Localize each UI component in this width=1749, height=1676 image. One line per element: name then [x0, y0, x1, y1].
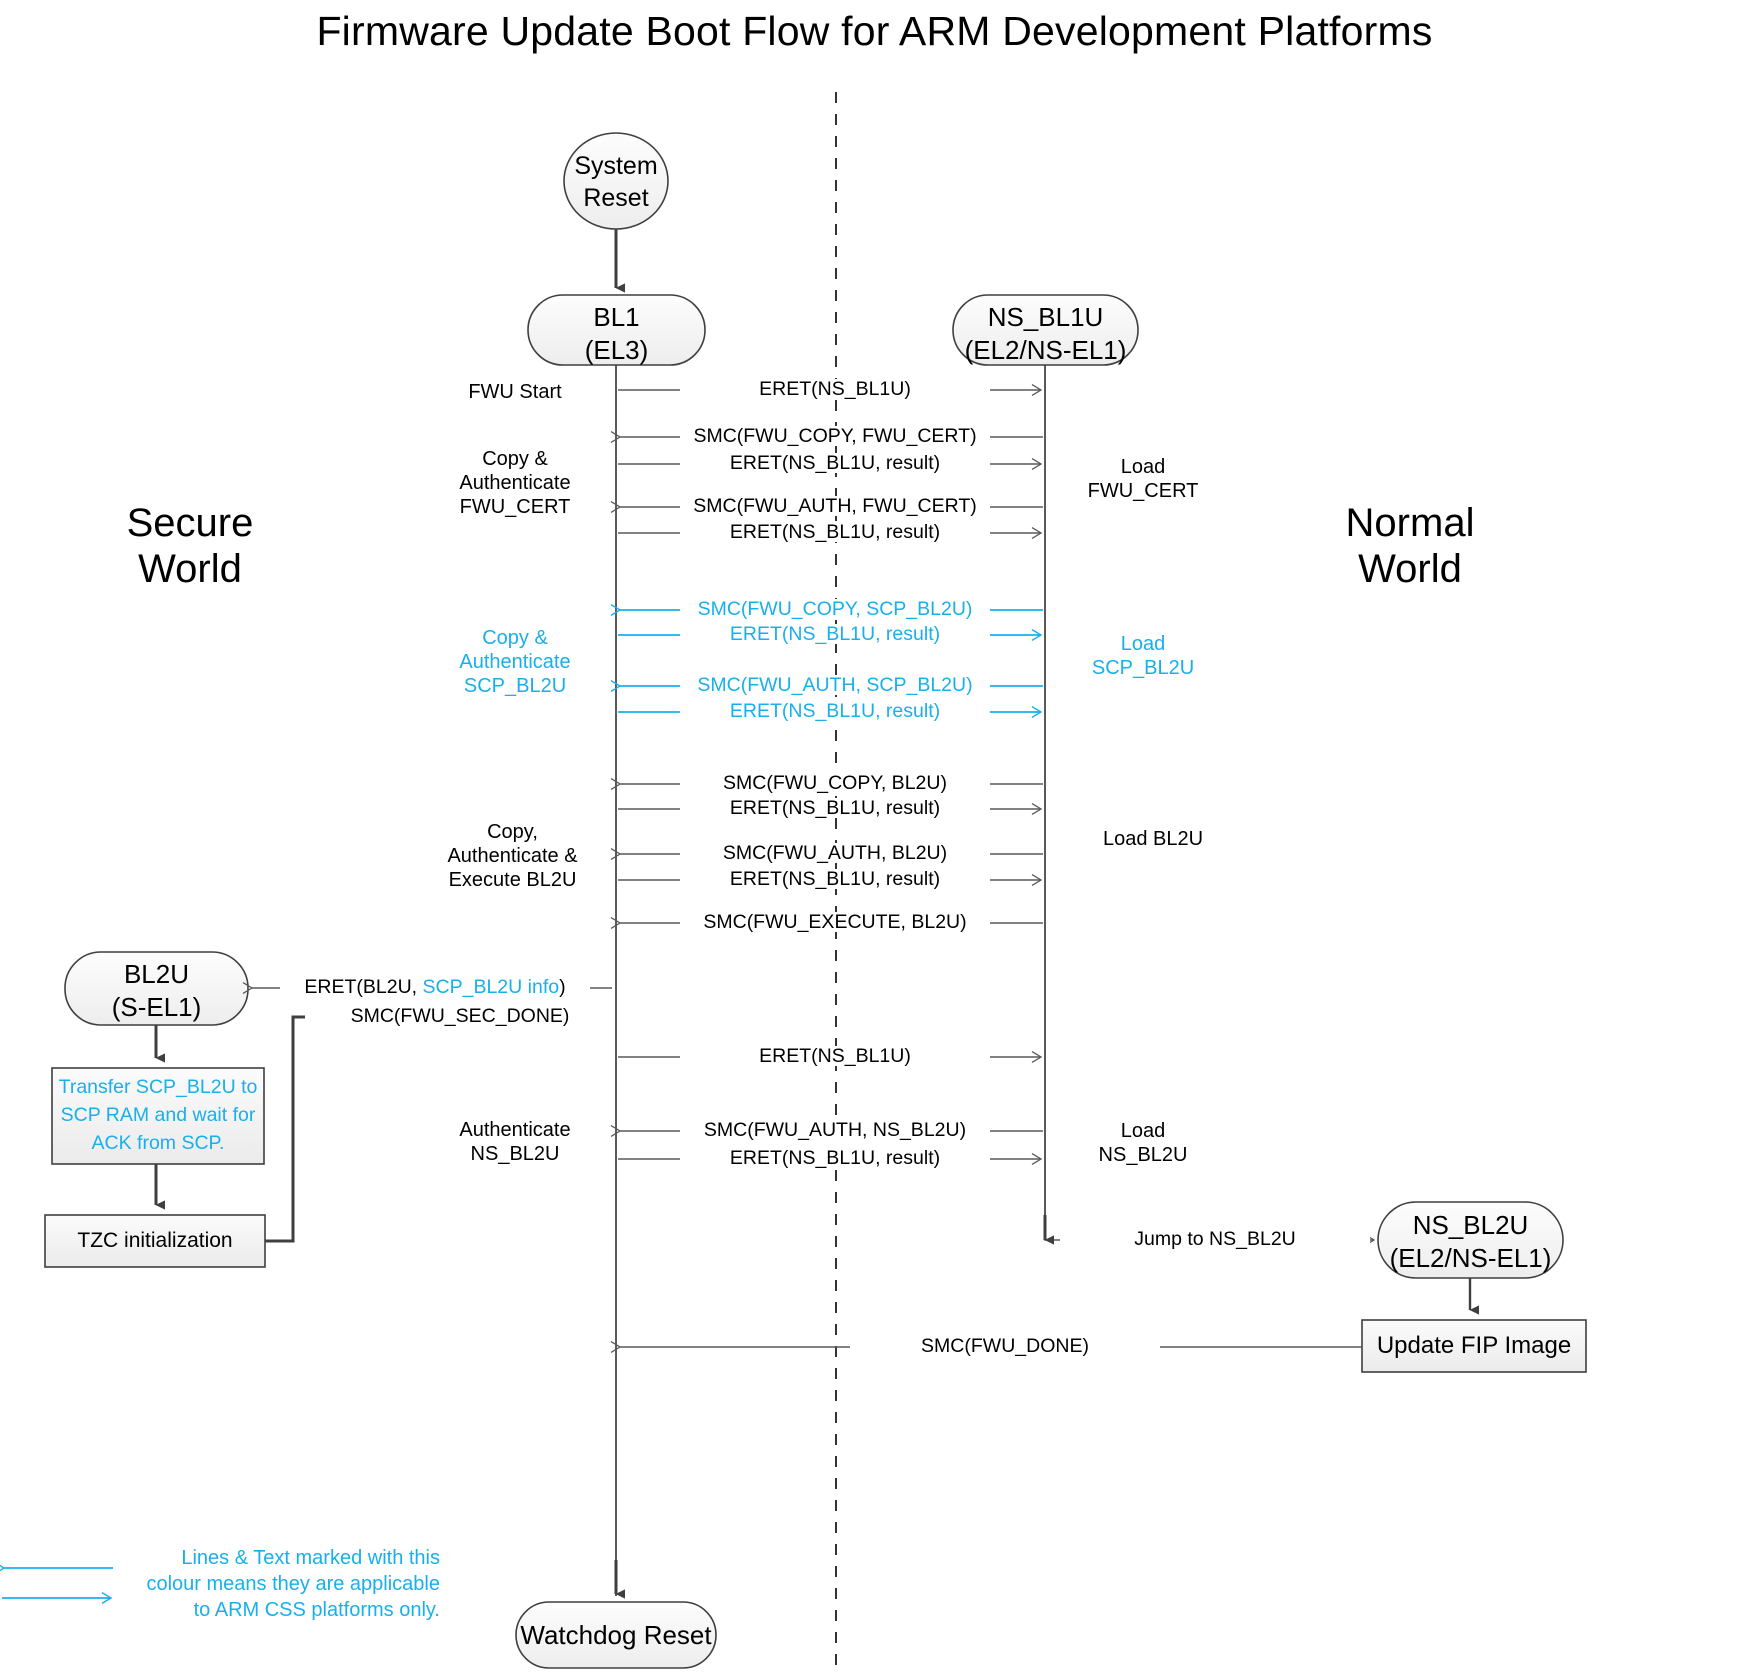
node-nsbl2u-shape: [1377, 1201, 1564, 1279]
message-label-m5: ERET(NS_BL1U, result): [680, 522, 990, 542]
node-nsbl1u-shape: [952, 294, 1139, 366]
note-authenticate-ns-bl2u-line2: NS_BL2U: [470, 1143, 560, 1165]
note-load-scp-bl2u-line2: SCP_BL2U: [1091, 657, 1195, 679]
note-load-fwu-cert-line2: FWU_CERT: [1087, 480, 1199, 502]
note-load-bl2u: Load BL2U: [1058, 827, 1248, 851]
message-label-m12: SMC(FWU_AUTH, BL2U): [680, 843, 990, 863]
note-authenticate-ns-bl2u-line1: Authenticate: [459, 1119, 571, 1141]
box-update-fip-image-line1: Update FIP Image: [1376, 1332, 1572, 1359]
box-transfer-scp[interactable]: Transfer SCP_BL2U to SCP RAM and wait fo…: [52, 1073, 264, 1157]
message-label-eret-bl2u: ERET(BL2U, SCP_BL2U info): [280, 977, 590, 997]
note-copy-auth-fwu-cert: Copy & Authenticate FWU_CERT: [430, 447, 600, 519]
legend-css-note-line1: Lines & Text marked with this: [181, 1547, 440, 1569]
note-copy-auth-exec-bl2u-line2: Authenticate &: [447, 845, 578, 867]
note-copy-auth-exec-bl2u: Copy, Authenticate & Execute BL2U: [420, 820, 605, 892]
note-copy-auth-fwu-cert-line1: Copy &: [482, 448, 548, 470]
label-normal-world-line2: World: [1358, 547, 1462, 591]
note-load-fwu-cert-line1: Load: [1120, 456, 1166, 478]
message-label-eret-bl2u-prefix: ERET(BL2U,: [304, 976, 423, 998]
message-label-m3: ERET(NS_BL1U, result): [680, 453, 990, 473]
message-label-m14: SMC(FWU_EXECUTE, BL2U): [680, 912, 990, 932]
message-label-m2: SMC(FWU_COPY, FWU_CERT): [680, 426, 990, 446]
note-fwu-start: FWU Start: [430, 380, 600, 404]
note-load-ns-bl2u-line1: Load: [1120, 1120, 1166, 1142]
legend-css-note-line2: colour means they are applicable: [146, 1573, 440, 1595]
note-authenticate-ns-bl2u: Authenticate NS_BL2U: [425, 1118, 605, 1166]
box-transfer-scp-line3: ACK from SCP.: [91, 1132, 225, 1154]
note-copy-auth-scp-bl2u: Copy & Authenticate SCP_BL2U: [430, 626, 600, 698]
message-label-m7: ERET(NS_BL1U, result): [680, 624, 990, 644]
message-label-m16: ERET(NS_BL1U): [680, 1046, 990, 1066]
note-copy-auth-scp-bl2u-line1: Copy &: [482, 627, 548, 649]
legend-css-note: Lines & Text marked with this colour mea…: [130, 1545, 440, 1623]
label-secure-world-line1: Secure: [126, 501, 254, 545]
legend-css-note-line3: to ARM CSS platforms only.: [193, 1599, 440, 1621]
label-normal-world: Normal World: [1280, 500, 1540, 592]
message-label-m8: SMC(FWU_AUTH, SCP_BL2U): [680, 675, 990, 695]
box-transfer-scp-shape: [51, 1067, 265, 1165]
message-label-m1: ERET(NS_BL1U): [680, 379, 990, 399]
message-label-m15: SMC(FWU_SEC_DONE): [305, 1006, 615, 1026]
node-system-reset-shape: [563, 132, 669, 230]
box-tzc-initialization[interactable]: TZC initialization: [45, 1228, 265, 1254]
label-secure-world: Secure World: [60, 500, 320, 592]
note-copy-auth-exec-bl2u-line1: Copy,: [487, 821, 538, 843]
message-label-m6: SMC(FWU_COPY, SCP_BL2U): [680, 599, 990, 619]
note-load-fwu-cert: Load FWU_CERT: [1058, 455, 1228, 503]
note-load-bl2u-line1: Load BL2U: [1102, 828, 1204, 850]
page-title: Firmware Update Boot Flow for ARM Develo…: [316, 8, 1433, 54]
note-load-scp-bl2u-line1: Load: [1120, 633, 1166, 655]
message-label-m17: SMC(FWU_AUTH, NS_BL2U): [680, 1120, 990, 1140]
message-label-eret-bl2u-suffix: ): [559, 976, 566, 998]
node-bl1-shape: [527, 294, 706, 366]
label-secure-world-line2: World: [138, 547, 242, 591]
message-label-m18: ERET(NS_BL1U, result): [680, 1148, 990, 1168]
note-copy-auth-fwu-cert-line2: Authenticate: [459, 472, 571, 494]
message-label-m10: SMC(FWU_COPY, BL2U): [680, 773, 990, 793]
message-label-m20: SMC(FWU_DONE): [850, 1336, 1160, 1356]
note-copy-auth-scp-bl2u-line3: SCP_BL2U: [463, 675, 567, 697]
note-load-ns-bl2u: Load NS_BL2U: [1058, 1119, 1228, 1167]
note-copy-auth-exec-bl2u-line3: Execute BL2U: [448, 869, 577, 891]
box-update-fip-shape: [1361, 1319, 1587, 1373]
message-label-eret-bl2u-accent: SCP_BL2U info: [422, 976, 560, 998]
note-copy-auth-fwu-cert-line3: FWU_CERT: [459, 496, 571, 518]
box-transfer-scp-line1: Transfer SCP_BL2U to: [58, 1076, 258, 1098]
message-label-m19: Jump to NS_BL2U: [1060, 1229, 1370, 1249]
box-tzc-shape: [44, 1214, 266, 1268]
note-fwu-start-text: FWU Start: [468, 381, 562, 403]
node-bl2u-shape: [64, 951, 249, 1026]
message-label-m9: ERET(NS_BL1U, result): [680, 701, 990, 721]
note-load-scp-bl2u: Load SCP_BL2U: [1058, 632, 1228, 680]
box-update-fip-image[interactable]: Update FIP Image: [1362, 1332, 1586, 1360]
message-label-m4: SMC(FWU_AUTH, FWU_CERT): [680, 496, 990, 516]
node-watchdog-shape: [515, 1601, 717, 1669]
note-copy-auth-scp-bl2u-line2: Authenticate: [459, 651, 571, 673]
note-load-ns-bl2u-line2: NS_BL2U: [1098, 1144, 1188, 1166]
box-tzc-initialization-line1: TZC initialization: [77, 1229, 233, 1252]
message-label-m13: ERET(NS_BL1U, result): [680, 869, 990, 889]
message-label-m11: ERET(NS_BL1U, result): [680, 798, 990, 818]
label-normal-world-line1: Normal: [1345, 501, 1475, 545]
box-transfer-scp-line2: SCP RAM and wait for: [60, 1104, 256, 1126]
